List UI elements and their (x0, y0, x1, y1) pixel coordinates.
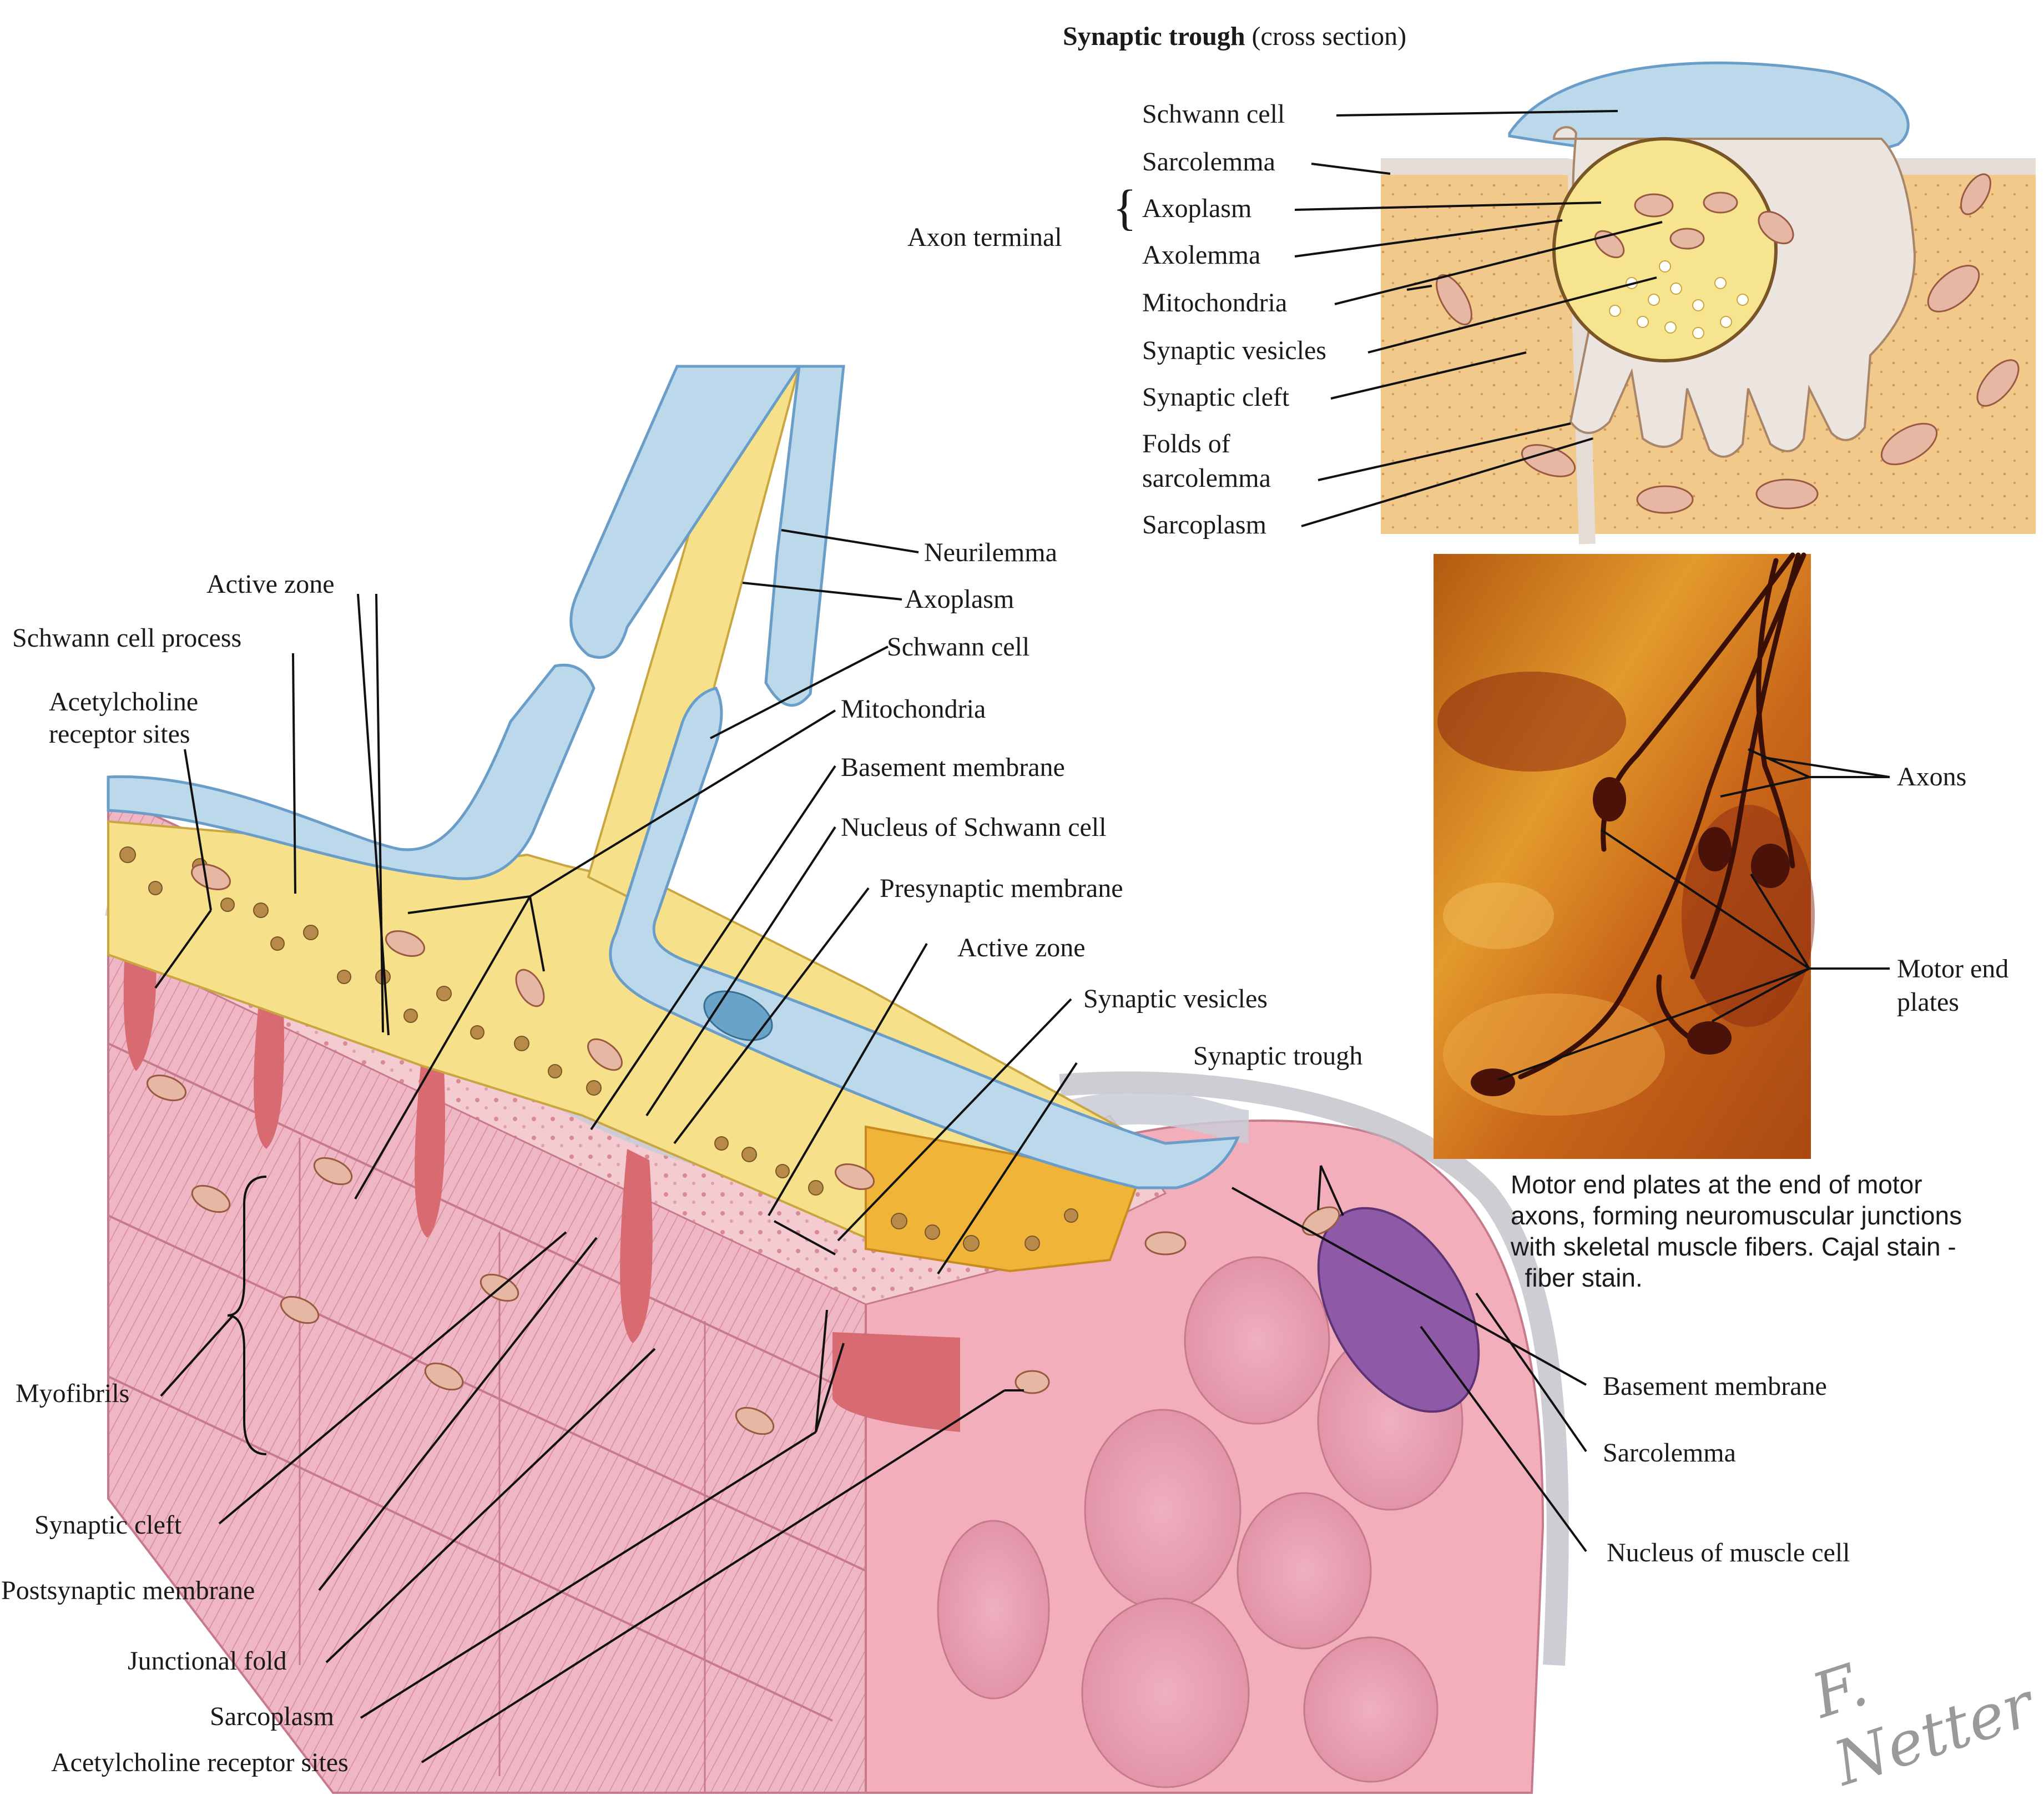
leader-lines (154, 110, 1890, 1763)
label-schwann-cell: Schwann cell (887, 632, 1030, 662)
label-ach-sites-2: receptor sites (49, 719, 190, 749)
label-nucleus-schwann: Nucleus of Schwann cell (841, 813, 1107, 842)
label-inset-sarcoplasm: Sarcoplasm (1142, 510, 1266, 540)
label-inset-axoplasm: Axoplasm (1142, 194, 1252, 223)
fiber-cross-sections (937, 1256, 1463, 1788)
label-inset-synaptic-vesicles: Synaptic vesicles (1142, 336, 1326, 365)
label-axon-terminal: Axon terminal (907, 223, 1062, 252)
label-inset-sarcolemma: Sarcolemma (1142, 147, 1275, 177)
label-inset-axolemma: Axolemma (1142, 240, 1261, 270)
label-basement-membrane: Basement membrane (841, 753, 1065, 782)
synaptic-vesicles (119, 846, 1078, 1252)
inset-title: Synaptic trough (cross section) (1063, 22, 1407, 51)
label-active-zone-left: Active zone (206, 569, 335, 599)
label-axoplasm: Axoplasm (905, 584, 1015, 614)
inset-synaptic-trough (1381, 61, 2036, 544)
label-nucleus-muscle: Nucleus of muscle cell (1607, 1538, 1850, 1567)
label-inset-mitochondria: Mitochondria (1142, 288, 1288, 317)
label-ach-sites-1: Acetylcholine (49, 687, 199, 717)
label-inset-synaptic-cleft: Synaptic cleft (1142, 382, 1290, 412)
label-schwann-cell-process: Schwann cell process (12, 623, 242, 653)
label-junctional-fold: Junctional fold (128, 1646, 287, 1676)
label-inset-folds-2: sarcolemma (1142, 463, 1271, 493)
label-synaptic-cleft: Synaptic cleft (34, 1510, 182, 1540)
caption-line: with skeletal muscle fibers. Cajal stain… (1511, 1232, 1956, 1262)
muscle-fiber-block (107, 791, 1569, 1794)
axon-terminal (107, 365, 1150, 1273)
label-presynaptic-membrane: Presynaptic membrane (880, 874, 1123, 903)
caption-line: axons, forming neuromuscular junctions (1511, 1201, 1962, 1231)
label-motor-end-2: plates (1897, 987, 1959, 1017)
label-synaptic-vesicles: Synaptic vesicles (1083, 984, 1268, 1014)
label-inset-folds-1: Folds of (1142, 429, 1230, 458)
mitochondria (146, 864, 1340, 1435)
label-neurilemma: Neurilemma (924, 538, 1057, 567)
caption-line: Motor end plates at the end of motor (1511, 1170, 1922, 1199)
label-sarcolemma-right: Sarcolemma (1603, 1438, 1736, 1468)
photomicrograph (1434, 552, 1815, 1159)
label-motor-end-1: Motor end (1897, 954, 2009, 984)
caption-line: fiber stain. (1511, 1263, 1643, 1293)
label-basement-membrane-right: Basement membrane (1603, 1372, 1827, 1401)
label-myofibrils: Myofibrils (16, 1379, 130, 1408)
label-postsynaptic-membrane: Postsynaptic membrane (1, 1576, 255, 1605)
schwann-sheath (107, 365, 1240, 1189)
label-mitochondria: Mitochondria (841, 694, 986, 724)
photo-caption: Motor end plates at the end of motor axo… (1511, 1169, 2038, 1293)
label-axons: Axons (1897, 762, 1967, 791)
label-active-zone-right: Active zone (957, 933, 1086, 962)
label-sarcoplasm: Sarcoplasm (210, 1702, 334, 1731)
label-synaptic-trough: Synaptic trough (1193, 1041, 1363, 1071)
brace-axon-terminal: { (1113, 180, 1137, 235)
label-inset-schwann-cell: Schwann cell (1142, 99, 1285, 129)
label-ach-sites-bottom: Acetylcholine receptor sites (51, 1748, 349, 1777)
